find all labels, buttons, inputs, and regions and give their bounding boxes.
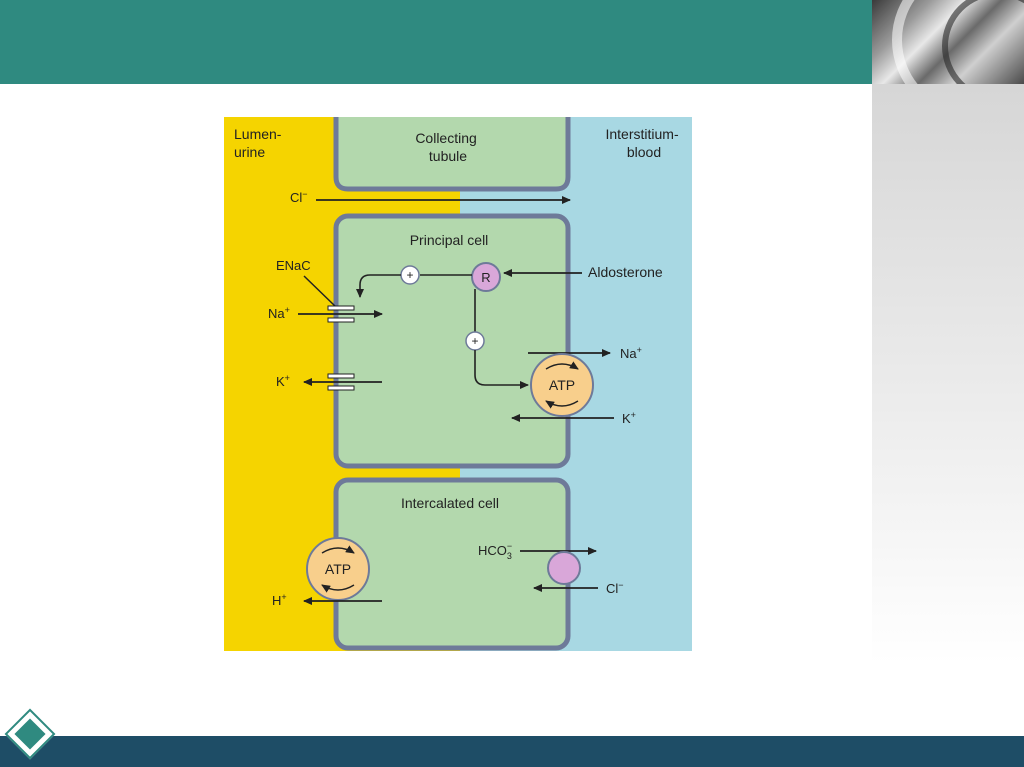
stim-to-pump-arrow <box>474 350 529 389</box>
header-bar <box>0 0 872 84</box>
sodium-in-label: Na+ <box>268 305 290 321</box>
stim-to-enac-arrow <box>356 274 401 298</box>
atp-label-intercalated: ATP <box>325 561 351 577</box>
collecting-tubule-diagram: Lumen- urine Interstitium- blood Collect… <box>224 117 692 651</box>
atp-label-principal: ATP <box>549 377 575 393</box>
principal-cell <box>333 213 571 469</box>
enac-pointer <box>303 275 337 308</box>
side-panel <box>872 84 1024 664</box>
sodium-pump-label: Na+ <box>620 345 642 361</box>
interstitium-label: Interstitium- blood <box>605 126 682 160</box>
atp-cycle-arrow <box>321 545 355 554</box>
chloride-exchange-label: Cl− <box>606 580 624 596</box>
potassium-out-label: K+ <box>276 373 290 389</box>
footer-bar <box>0 736 1024 767</box>
bicarbonate-label: HCO3− <box>478 541 512 561</box>
chloride-label-top: Cl− <box>290 189 308 205</box>
stimulation-label-top: + <box>406 268 413 282</box>
enac-label: ENaC <box>276 258 311 273</box>
receptor-icon <box>471 262 501 292</box>
potassium-channel <box>327 373 355 391</box>
tubule-label: Collecting tubule <box>415 130 480 164</box>
lumen-label: Lumen- urine <box>234 126 285 160</box>
decorative-arc <box>942 0 1024 84</box>
aldosterone-label: Aldosterone <box>588 264 663 280</box>
tubule-cell-top <box>333 117 571 192</box>
enac-channel <box>327 305 355 323</box>
decorative-arc <box>892 0 1024 84</box>
proton-label: H+ <box>272 592 287 608</box>
stimulation-label-side: + <box>471 334 478 348</box>
atp-cycle-arrow <box>321 584 355 593</box>
decorative-photo <box>872 0 1024 84</box>
atp-cycle-arrow <box>545 400 579 409</box>
exchanger-icon <box>547 551 581 585</box>
potassium-pump-label: K+ <box>622 410 636 426</box>
receptor-label: R <box>481 270 490 285</box>
principal-cell-title: Principal cell <box>410 232 489 248</box>
atp-cycle-arrow <box>545 361 579 370</box>
intercalated-cell-title: Intercalated cell <box>401 495 499 511</box>
